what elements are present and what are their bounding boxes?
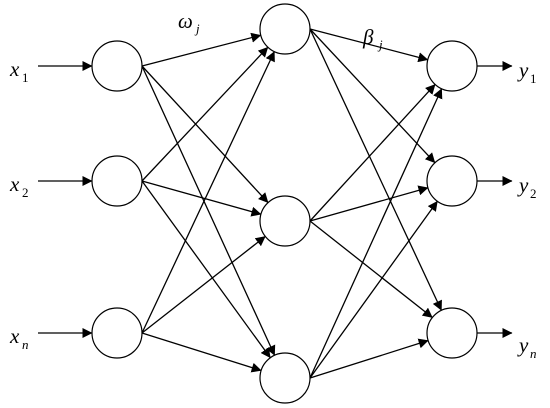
connection-l1-1-to-3: [141, 65, 276, 356]
weight-label-omega: ω j: [178, 9, 200, 36]
input-label-1: x 1: [9, 57, 29, 85]
svg-text:2: 2: [22, 185, 29, 200]
output-label-1: y 1: [517, 58, 537, 86]
svg-text:n: n: [530, 346, 537, 361]
connection-l2-2-to-1: [309, 83, 436, 222]
connection-l1-1-to-1: [141, 32, 262, 67]
connection-l2-2-to-2: [309, 185, 429, 222]
connection-l2-2-to-3: [309, 220, 433, 319]
connection-l2-3-to-2: [309, 200, 438, 379]
svg-text:y: y: [517, 58, 529, 82]
svg-text:x: x: [9, 324, 20, 348]
output-node-2: [426, 155, 478, 207]
connection-l1-3-to-2: [141, 235, 266, 334]
connection-l1-3-to-1: [141, 51, 275, 334]
svg-text:y: y: [517, 333, 529, 357]
connection-l1-2-to-2: [141, 180, 262, 217]
input-node-1: [91, 40, 143, 92]
hidden-node-2: [259, 195, 311, 247]
svg-text:β: β: [362, 25, 374, 49]
input-node-2: [91, 155, 143, 207]
connection-l2-1-to-3: [309, 28, 443, 311]
svg-text:j: j: [194, 21, 200, 36]
weight-label-beta: β j: [362, 25, 383, 52]
connection-l2-1-to-2: [309, 28, 436, 164]
input-node-3: [91, 307, 143, 359]
hidden-node-1: [259, 3, 311, 55]
svg-text:y: y: [517, 173, 529, 197]
output-node-1: [426, 40, 478, 92]
output-label-n: y n: [517, 333, 537, 361]
svg-text:j: j: [377, 37, 383, 52]
connection-l1-1-to-2: [141, 65, 269, 204]
output-node-3: [426, 307, 478, 359]
input-label-2: x 2: [9, 172, 29, 200]
connection-l1-3-to-3: [141, 332, 262, 373]
svg-text:1: 1: [22, 70, 29, 85]
svg-text:x: x: [9, 57, 20, 81]
connection-l2-1-to-1: [309, 28, 429, 63]
connection-l1-2-to-3: [141, 180, 271, 359]
svg-text:2: 2: [530, 186, 537, 201]
nodes: [91, 3, 478, 404]
connection-l2-3-to-3: [309, 338, 429, 379]
connections: [38, 28, 513, 379]
hidden-node-3: [259, 352, 311, 404]
connection-l2-3-to-1: [309, 88, 443, 379]
svg-text:n: n: [22, 337, 29, 352]
svg-text:1: 1: [530, 71, 537, 86]
svg-text:x: x: [9, 172, 20, 196]
svg-text:ω: ω: [178, 9, 193, 33]
connection-l1-2-to-1: [141, 46, 269, 182]
output-label-2: y 2: [517, 173, 537, 201]
input-label-n: x n: [9, 324, 29, 352]
